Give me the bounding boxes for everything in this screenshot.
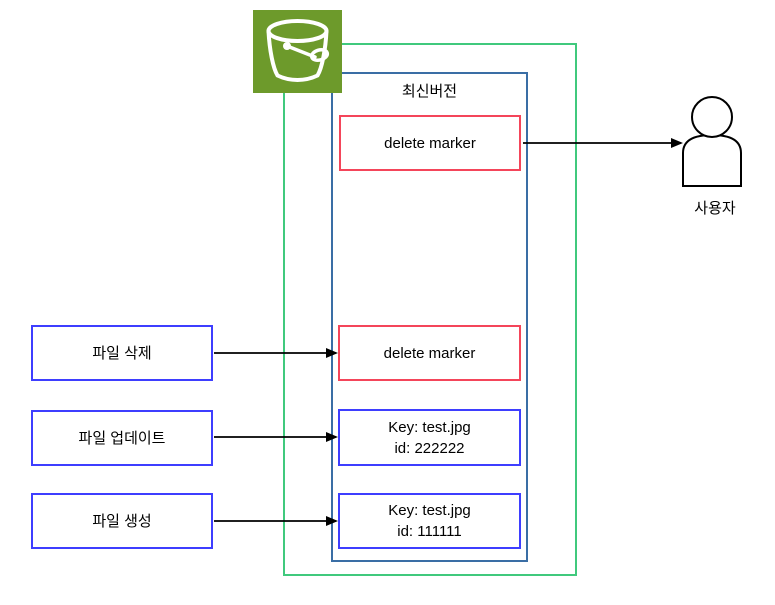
action-box-update: 파일 업데이트 — [31, 410, 213, 466]
object-key-label: Key: test.jpg — [388, 502, 471, 519]
object-version-box-111111: Key: test.jpg id: 111111 — [338, 493, 521, 549]
user-label: 사용자 — [694, 200, 736, 217]
user-icon — [680, 96, 744, 188]
latest-delete-marker-box: delete marker — [339, 115, 521, 171]
action-box-delete: 파일 삭제 — [31, 325, 213, 381]
action-delete-label: 파일 삭제 — [92, 344, 152, 362]
object-version-box-222222: Key: test.jpg id: 222222 — [338, 409, 521, 466]
delete-marker-box: delete marker — [338, 325, 521, 381]
object-id-label: id: 111111 — [397, 523, 462, 540]
action-update-label: 파일 업데이트 — [78, 429, 166, 447]
bucket-boundary-rect — [283, 43, 577, 576]
action-box-create: 파일 생성 — [31, 493, 213, 549]
object-id-label: id: 222222 — [394, 439, 465, 457]
latest-version-container — [331, 72, 528, 562]
latest-version-label: 최신버전 — [401, 83, 458, 100]
object-key-label: Key: test.jpg — [388, 418, 471, 436]
action-create-label: 파일 생성 — [92, 512, 152, 530]
s3-bucket-icon — [253, 10, 342, 93]
delete-marker-label: delete marker — [383, 344, 476, 362]
latest-delete-marker-label: delete marker — [384, 134, 476, 152]
